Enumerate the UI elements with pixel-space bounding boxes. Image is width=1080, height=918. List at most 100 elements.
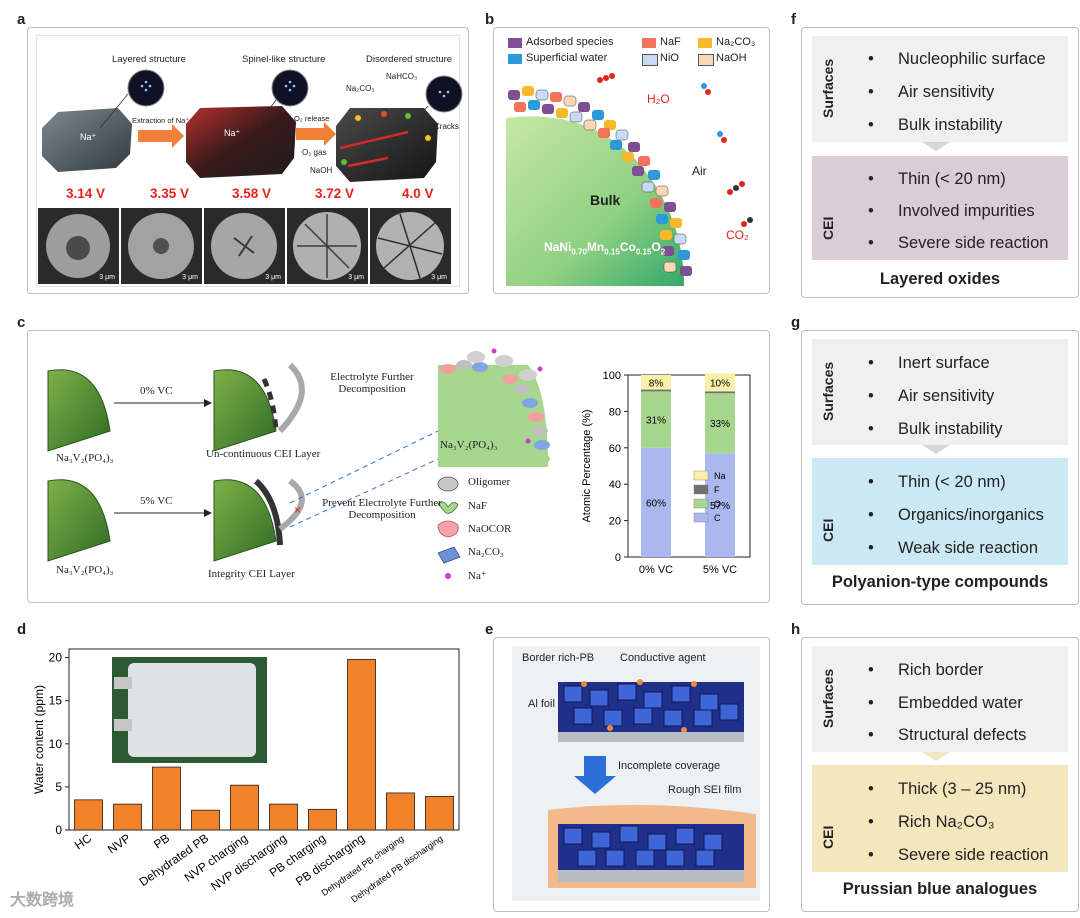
stack-O-0 — [641, 391, 671, 448]
inset-legend-label: Na — [714, 471, 726, 481]
particle-layered — [42, 108, 132, 172]
bar-9 — [425, 795, 454, 831]
scalebar-5: 3 μm — [431, 274, 447, 281]
bar-2 — [152, 766, 181, 831]
bar-3 — [191, 809, 220, 831]
inset-y-axis-label: Atomic Percentage (%) — [581, 409, 593, 522]
panel-c-schematic: × — [47, 348, 550, 579]
arrow-o2-release — [296, 122, 336, 146]
particle-spinel — [186, 106, 296, 178]
stack-F-1 — [705, 391, 735, 394]
label-na-2: Na⁺ — [224, 128, 241, 138]
legend-swatch-naf — [642, 38, 656, 48]
inset-legend-swatch — [693, 470, 709, 481]
bar-0 — [74, 799, 103, 831]
label-co2: CO₂ — [726, 228, 749, 242]
down-arrow-f — [922, 142, 950, 151]
nvp-wedge-bottom-right — [213, 479, 277, 562]
surfaces-label-f: Surfaces — [820, 58, 836, 118]
f-cei-2: Involved impurities — [868, 202, 1035, 221]
g-surface-2: Air sensitivity — [868, 387, 994, 406]
h-cei-2: Rich Na₂CO₃ — [868, 813, 994, 832]
f-cei-3: Severe side reaction — [868, 234, 1049, 253]
label-border-rich-pb: Border rich-PB — [522, 652, 595, 664]
voltage-2: 3.35 V — [150, 186, 190, 201]
label-na-1: Na⁺ — [80, 132, 97, 142]
cei-uncontinuous-layer — [261, 377, 279, 432]
f-surface-2: Air sensitivity — [868, 83, 994, 102]
label-o2-release: O₂ release — [294, 114, 330, 123]
inset-x-tick-label: 5% VC — [703, 564, 737, 576]
panel-h: Surfaces Rich border Embedded water Stru… — [801, 637, 1079, 912]
scalebar-4: 3 μm — [348, 274, 364, 281]
surface-particles — [508, 86, 692, 276]
pouch-tab-1 — [114, 677, 132, 689]
label-incomplete-coverage: Incomplete coverage — [618, 760, 721, 772]
x-tick-label: HC — [72, 831, 95, 853]
inset-y-tick-label: 40 — [609, 479, 621, 491]
al-foil-top — [558, 732, 744, 742]
panel-g: Surfaces Inert surface Air sensitivity B… — [801, 330, 1079, 605]
down-arrow-e — [574, 756, 616, 794]
inset-legend-swatch — [693, 512, 709, 523]
label-nahco3: NaHCO₃ — [386, 72, 418, 81]
inset-legend-swatch — [693, 498, 709, 509]
panel-label-f: f — [791, 11, 796, 28]
plot-frame — [68, 648, 460, 831]
sem-image-5: 3 μm — [370, 208, 451, 284]
panel-f: Surfaces Nucleophilic surface Air sensit… — [801, 27, 1079, 298]
sem-image-4: 3 μm — [287, 208, 368, 284]
label-h2o: H₂O — [647, 92, 670, 106]
inset-y-tick-label: 80 — [609, 406, 621, 418]
diffraction-inset-3 — [425, 75, 463, 113]
inset-y-tick-label: 100 — [603, 370, 621, 382]
label-disordered: Disordered structure — [366, 54, 453, 65]
pouch-tab-2 — [114, 719, 132, 731]
nvp-wedge-top-right — [213, 369, 277, 452]
legend-nio: NiO — [660, 52, 679, 64]
panel-label-g: g — [791, 314, 801, 331]
voltage-3: 3.58 V — [232, 186, 272, 201]
down-arrow-g — [922, 445, 950, 454]
cei-integrity-layer — [253, 478, 283, 546]
y-tick-label: 0 — [55, 823, 62, 837]
legend-icon-naf — [437, 501, 459, 514]
panel-a-schematic — [42, 69, 463, 182]
diffraction-inset-2 — [271, 69, 309, 107]
label-na2co3: Na₂CO₃ — [346, 84, 375, 93]
sem-image-1: 3 μm — [38, 208, 119, 284]
stack-label: 57% — [710, 501, 730, 512]
legend-naocor: NaOCOR — [468, 523, 512, 535]
g-cei-1: Thin (< 20 nm) — [868, 473, 1006, 492]
gas-molecules — [597, 73, 753, 227]
y-tick-label: 20 — [49, 651, 63, 665]
f-surface-1: Nucleophilic surface — [868, 50, 1046, 69]
label-0vc: 0% VC — [140, 385, 173, 397]
legend-na2co3-c: Na₂CO₃ — [468, 546, 504, 558]
y-axis-label: Water content (ppm) — [32, 685, 46, 794]
stack-label: 31% — [646, 416, 666, 427]
label-decomposition: Electrolyte Further Decomposition — [330, 371, 414, 395]
legend-icon-naocor — [437, 520, 459, 538]
h-surface-2: Embedded water — [868, 694, 1023, 713]
legend-water: Superficial water — [526, 52, 608, 64]
inset-legend-label: C — [714, 513, 721, 523]
formula-cathode: NaNi0.70Mn0.15Co0.15O2 — [544, 240, 666, 257]
voltage-1: 3.14 V — [66, 186, 106, 201]
stack-C-1 — [705, 453, 735, 557]
diffraction-inset-1 — [127, 69, 165, 107]
inset-legend-label: F — [714, 485, 720, 495]
surfaces-label-h: Surfaces — [820, 668, 836, 728]
arrow-extraction — [138, 124, 184, 148]
stack-label: 10% — [710, 378, 730, 389]
legend-icon-na-ion — [445, 573, 451, 579]
voltage-4: 3.72 V — [315, 186, 355, 201]
title-g: Polyanion-type compounds — [831, 573, 1049, 591]
bar-8 — [386, 792, 415, 831]
label-al-foil: Al foil — [528, 698, 555, 710]
legend-swatch-adsorbed — [508, 38, 522, 48]
scalebar-1: 3 μm — [99, 274, 115, 281]
legend-swatch-water — [508, 54, 522, 64]
g-surface-3: Bulk instability — [868, 420, 1002, 439]
bar-6 — [308, 808, 337, 831]
